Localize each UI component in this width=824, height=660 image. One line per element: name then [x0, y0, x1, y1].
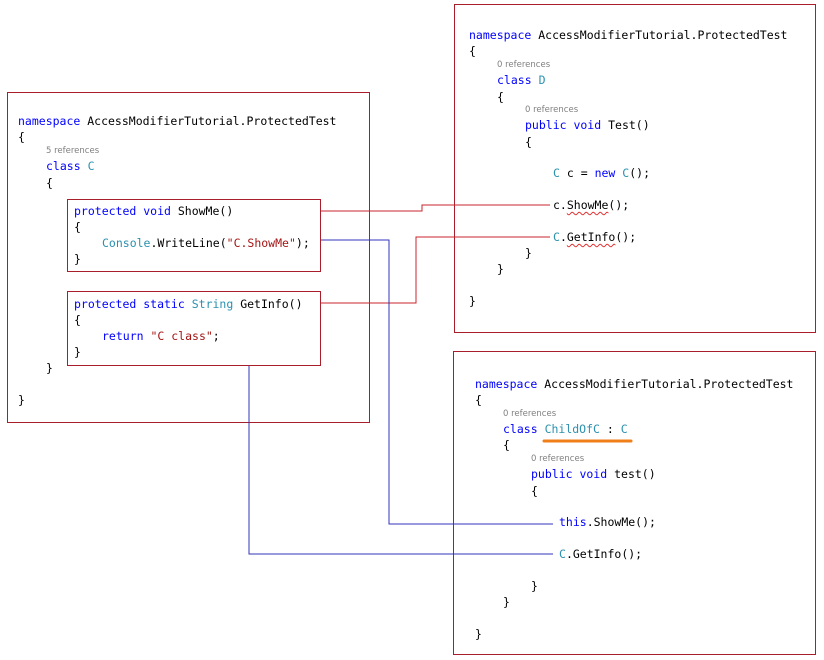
- left-namespace-close-brace: }: [18, 393, 25, 407]
- tr-getinfo-call-line: C.GetInfo();: [553, 230, 636, 244]
- showme-call: .ShowMe();: [586, 515, 656, 529]
- this-keyword: this: [559, 515, 587, 529]
- method-name: Test(): [601, 118, 650, 132]
- c-type: C: [553, 230, 560, 244]
- tr-method-references: 0 references: [525, 105, 579, 115]
- br-class-open-brace: {: [503, 438, 510, 452]
- tr-method-close-brace: }: [525, 246, 532, 260]
- br-class-close-brace: }: [503, 595, 510, 609]
- showme-name: ShowMe(): [170, 204, 234, 218]
- getinfo-name: GetInfo(): [233, 297, 303, 311]
- showme-to-d-connector: [321, 204, 550, 212]
- method-name: test(): [607, 467, 656, 481]
- c-type: C: [553, 166, 560, 180]
- namespace-name: AccessModifierTutorial.ProtectedTest: [531, 28, 788, 42]
- getinfo-string: "C class": [150, 329, 213, 343]
- tr-namespace-line: namespace AccessModifierTutorial.Protect…: [469, 28, 788, 42]
- showme-modifiers: protected void: [74, 204, 171, 218]
- class-name: ChildOfC: [544, 422, 600, 436]
- namespace-name: AccessModifierTutorial.ProtectedTest: [80, 114, 337, 128]
- showme-body-line: Console.WriteLine("C.ShowMe");: [102, 236, 310, 250]
- showme-close-brace: }: [74, 252, 81, 266]
- getinfo-call-error: GetInfo: [566, 230, 616, 244]
- br-this-showme-line: this.ShowMe();: [559, 515, 656, 529]
- namespace-keyword: namespace: [469, 28, 532, 42]
- getinfo-to-d-connector: [321, 236, 550, 304]
- br-method-signature: public void test(): [531, 467, 656, 481]
- object-ref: c.: [553, 198, 567, 212]
- getinfo-close-brace: }: [74, 345, 81, 359]
- class-keyword: class: [46, 159, 81, 173]
- getinfo-signature: protected static String GetInfo(): [74, 297, 303, 311]
- tr-class-open-brace: {: [497, 90, 504, 104]
- tr-method-signature: public void Test(): [525, 118, 650, 132]
- inherit-sep: :: [599, 422, 621, 436]
- getinfo-call: .GetInfo();: [565, 547, 643, 561]
- class-keyword: class: [497, 73, 532, 87]
- br-method-close-brace: }: [531, 579, 538, 593]
- base-class: C: [620, 422, 628, 436]
- getinfo-open-brace: {: [74, 313, 81, 327]
- getinfo-return-type: String: [191, 297, 234, 311]
- tr-method-open-brace: {: [525, 135, 532, 149]
- class-name: C: [87, 159, 95, 173]
- getinfo-line-end: ;: [212, 329, 220, 343]
- member-dot: .: [559, 230, 567, 244]
- showme-method-box: [67, 199, 321, 272]
- top-right-code-panel: [454, 4, 816, 333]
- br-namespace-close-brace: }: [475, 627, 482, 641]
- class-keyword: class: [503, 422, 538, 436]
- br-method-references: 0 references: [531, 454, 585, 464]
- br-class-references: 0 references: [503, 409, 557, 419]
- br-method-open-brace: {: [531, 484, 538, 498]
- showme-open-brace: {: [74, 220, 81, 234]
- console-type: Console: [102, 236, 151, 250]
- writeline-call: .WriteLine(: [150, 236, 227, 250]
- tr-showme-call-line: c.ShowMe();: [553, 198, 629, 212]
- getinfo-to-child-connector: [248, 366, 553, 555]
- new-keyword: new: [594, 166, 616, 180]
- getinfo-modifiers: protected static: [74, 297, 185, 311]
- showme-line-end: );: [295, 236, 310, 250]
- tr-new-c-line: C c = new C();: [553, 166, 650, 180]
- br-namespace-line: namespace AccessModifierTutorial.Protect…: [475, 377, 794, 391]
- showme-signature: protected void ShowMe(): [74, 204, 233, 218]
- left-namespace-line: namespace AccessModifierTutorial.Protect…: [18, 114, 337, 128]
- variable-decl: c =: [559, 166, 595, 180]
- c-type-ctor: C: [622, 166, 630, 180]
- method-modifiers: public void: [525, 118, 602, 132]
- left-class-close-brace: }: [46, 361, 53, 375]
- br-namespace-open-brace: {: [475, 393, 482, 407]
- namespace-name: AccessModifierTutorial.ProtectedTest: [537, 377, 794, 391]
- call-end: ();: [608, 198, 630, 212]
- method-modifiers: public void: [531, 467, 608, 481]
- namespace-keyword: namespace: [18, 114, 81, 128]
- c-type: C: [559, 547, 566, 561]
- left-class-line: class C: [46, 159, 95, 173]
- tr-class-close-brace: }: [497, 262, 504, 276]
- namespace-keyword: namespace: [475, 377, 538, 391]
- class-name: D: [538, 73, 546, 87]
- tr-class-references: 0 references: [497, 60, 551, 70]
- showme-string: "C.ShowMe": [226, 236, 296, 250]
- left-namespace-open-brace: {: [18, 130, 25, 144]
- left-class-open-brace: {: [46, 176, 53, 190]
- left-class-references: 5 references: [46, 146, 100, 156]
- br-class-line: class ChildOfC : C: [503, 422, 628, 436]
- showme-to-child-connector: [321, 239, 553, 525]
- left-code-panel: [7, 92, 370, 423]
- tr-namespace-open-brace: {: [469, 44, 476, 58]
- call-end: ();: [615, 230, 637, 244]
- tr-namespace-close-brace: }: [469, 294, 476, 308]
- tr-class-line: class D: [497, 73, 546, 87]
- return-keyword: return: [102, 329, 144, 343]
- bottom-right-code-panel: [453, 351, 816, 655]
- br-getinfo-line: C.GetInfo();: [559, 547, 642, 561]
- showme-call-error: ShowMe: [566, 198, 609, 212]
- ctor-call-end: ();: [629, 166, 650, 180]
- getinfo-method-box: [67, 291, 321, 366]
- getinfo-body-line: return "C class";: [102, 329, 220, 343]
